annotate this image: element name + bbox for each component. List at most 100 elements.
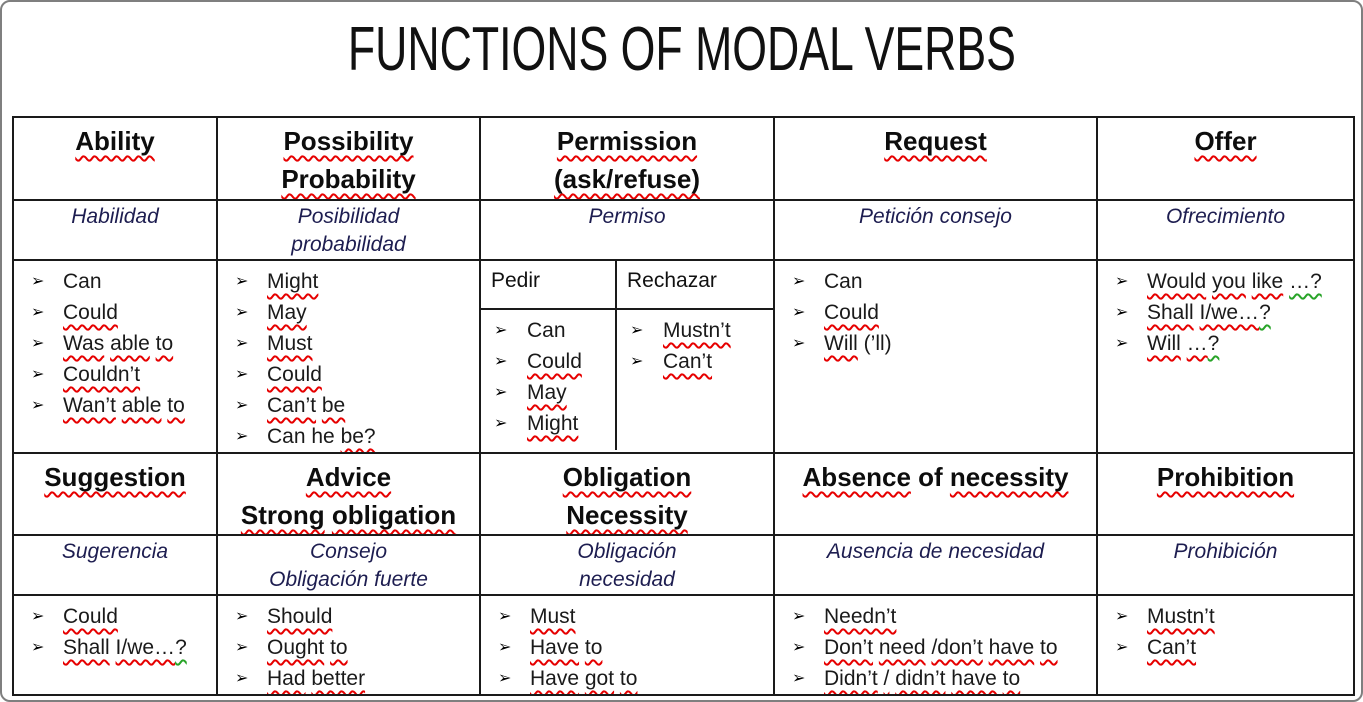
spellcheck-word: Could xyxy=(527,350,582,373)
header-absence-of-necessity: Absence of necessity xyxy=(802,462,1069,492)
subtitle-ofrecimiento: Ofrecimiento xyxy=(1165,205,1286,228)
spellcheck-word: Absence xyxy=(802,462,911,492)
subtitle-permiso: Permiso xyxy=(588,205,666,228)
spellcheck-word: to xyxy=(584,636,603,659)
spellcheck-word: Could xyxy=(267,363,322,386)
spellcheck-word: Necessity xyxy=(566,500,688,530)
arrow-bullet-icon: ➢ xyxy=(792,608,806,625)
suggestion-list: ➢Could➢Shall I/we…? xyxy=(15,597,215,663)
spellcheck-word: to xyxy=(167,394,185,417)
modal-item-text: Must xyxy=(267,332,313,355)
spellcheck-word: Will xyxy=(1147,332,1181,355)
modal-item-text: Should xyxy=(267,605,332,628)
spellcheck-word: Mustn’t xyxy=(663,319,731,342)
spellcheck-word: have xyxy=(988,636,1035,659)
spellcheck-word: necessity xyxy=(949,462,1069,492)
arrow-bullet-icon: ➢ xyxy=(498,639,512,656)
modal-item-text: Can he be? xyxy=(267,425,376,448)
spellcheck-word: May xyxy=(527,381,567,404)
modal-item: ➢Could xyxy=(482,346,615,377)
request-list: ➢Can➢Could➢Will (’ll) xyxy=(776,262,1095,359)
advice-list: ➢Should➢Ought to➢Had better xyxy=(219,597,478,693)
spellcheck-word: Could xyxy=(824,301,879,324)
spellcheck-word: Should xyxy=(267,605,333,628)
arrow-bullet-icon: ➢ xyxy=(31,397,45,414)
modal-item-text: Was able to xyxy=(63,332,173,355)
table-row-subtitles-2: Sugerencia Consejo Obligación fuerte Obl… xyxy=(12,534,1355,596)
spellcheck-word: I/we… xyxy=(1199,301,1260,324)
modal-item: ➢ Wan’t able to xyxy=(15,390,215,421)
spellcheck-word: Shall xyxy=(1147,301,1194,324)
modal-item: ➢Mustn’t xyxy=(1099,601,1352,632)
modal-item: ➢Can xyxy=(482,315,615,346)
spellcheck-word: Prohibition xyxy=(1156,462,1295,492)
modal-item-text: Shall I/we…? xyxy=(1147,301,1271,324)
modal-item-text: Would you like …? xyxy=(1147,270,1322,293)
ability-list: ➢Can➢Could➢Was able to➢Couldn’t➢Wan’t ab… xyxy=(15,262,215,421)
modal-item-text: Could xyxy=(63,605,118,628)
arrow-bullet-icon: ➢ xyxy=(31,273,45,290)
arrow-bullet-icon: ➢ xyxy=(792,273,806,290)
spellcheck-word: Have xyxy=(530,667,580,690)
modal-item: ➢Can he be? xyxy=(219,421,478,451)
modal-item-text: Could xyxy=(63,301,118,324)
spellcheck-word: able xyxy=(121,394,162,417)
spellcheck-word: Wan’t xyxy=(63,394,116,417)
spellcheck-word: Will xyxy=(824,332,858,355)
table-row-body-2: ➢Could➢Shall I/we…? ➢Should➢Ought to➢Had… xyxy=(12,594,1355,696)
modal-item-text: Might xyxy=(267,270,318,293)
modal-item: ➢Can xyxy=(15,266,215,297)
permission-subtable: Pedir ➢Can➢Could➢May➢Might Rechazar ➢Mus… xyxy=(482,262,772,450)
spellcheck-word: Ability xyxy=(75,126,155,156)
spellcheck-word: … xyxy=(1186,332,1208,355)
spellcheck-word: Obligation xyxy=(562,462,692,492)
arrow-bullet-icon: ➢ xyxy=(235,335,249,352)
subtitle-habilidad: Habilidad xyxy=(71,205,159,228)
page-title: FUNCTIONS OF MODAL VERBS xyxy=(2,18,1361,82)
table-row-body-1: ➢Can➢Could➢Was able to➢Couldn’t➢Wan’t ab… xyxy=(12,259,1355,454)
arrow-bullet-icon: ➢ xyxy=(1115,273,1129,290)
modal-item-text: Will …? xyxy=(1147,332,1219,355)
modal-item: ➢ Must xyxy=(219,328,478,359)
header-prohibition: Prohibition xyxy=(1099,455,1352,496)
spellcheck-word: ? xyxy=(1207,332,1220,355)
arrow-bullet-icon: ➢ xyxy=(235,366,249,383)
spellcheck-word: to xyxy=(619,667,638,690)
offer-list: ➢Would you like …?➢Shall I/we…?➢Will …? xyxy=(1099,262,1352,359)
permission-refuse-list: ➢Mustn’t➢Can’t xyxy=(617,310,772,377)
modal-item: ➢Might xyxy=(482,408,615,439)
header-ability: Ability xyxy=(15,119,215,160)
modal-item: ➢Couldn’t xyxy=(15,359,215,390)
spellcheck-word: able xyxy=(110,332,150,355)
arrow-bullet-icon: ➢ xyxy=(235,304,249,321)
modal-item: ➢ Should xyxy=(219,601,478,632)
arrow-bullet-icon: ➢ xyxy=(792,670,806,687)
arrow-bullet-icon: ➢ xyxy=(792,304,806,321)
modal-item: ➢Have got to xyxy=(482,663,772,693)
spellcheck-word: /don’t xyxy=(931,636,983,659)
modal-item-text: Can’t xyxy=(663,350,712,373)
spellcheck-word: Don’t xyxy=(824,636,874,659)
spellcheck-word: got xyxy=(584,667,615,690)
modal-item: ➢Might xyxy=(219,266,478,297)
modal-item: ➢Needn’t xyxy=(776,601,1095,632)
arrow-bullet-icon: ➢ xyxy=(31,608,45,625)
modal-item: ➢Can’t xyxy=(617,346,772,377)
modal-item: ➢Must xyxy=(482,601,772,632)
modal-item: ➢May xyxy=(219,297,478,328)
spellcheck-word: to xyxy=(1040,636,1058,659)
subtitle-peticion: Petición consejo xyxy=(859,205,1012,228)
arrow-bullet-icon: ➢ xyxy=(1115,304,1129,321)
arrow-bullet-icon: ➢ xyxy=(235,608,249,625)
modal-item-text: Must xyxy=(530,605,576,628)
permission-ask-header: Pedir xyxy=(482,262,615,310)
permission-refuse-header: Rechazar xyxy=(617,262,772,310)
possibility-list: ➢Might➢May➢Must➢Could➢Can’t be➢Can he be… xyxy=(219,262,478,451)
spellcheck-word: to xyxy=(1002,667,1021,690)
spellcheck-word: obligation xyxy=(331,500,457,530)
spellcheck-word: to xyxy=(330,636,348,659)
obligation-list: ➢Must➢Have to➢Have got to xyxy=(482,597,772,693)
permission-ask-column: Pedir ➢Can➢Could➢May➢Might xyxy=(482,262,617,450)
